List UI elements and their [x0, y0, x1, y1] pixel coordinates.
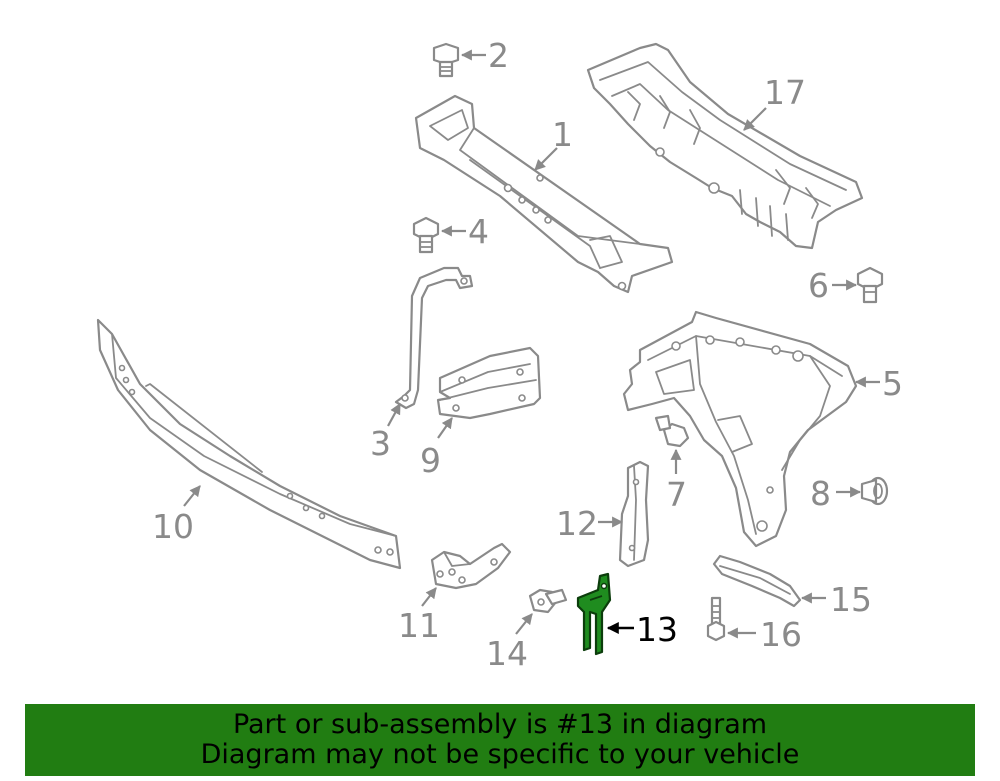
callout-4: 4: [468, 212, 489, 251]
leader-11: [421, 587, 437, 607]
part-5-side-member: [622, 310, 858, 548]
part-7-clip: [654, 414, 690, 448]
callout-17: 17: [764, 73, 806, 112]
part-13-highlighted-bracket: [576, 572, 612, 656]
callout-1: 1: [552, 115, 573, 154]
leader-3: [387, 403, 401, 427]
part-15-strip-bracket: [712, 554, 802, 608]
part-4-bolt: [412, 216, 440, 254]
callout-3: 3: [370, 424, 391, 463]
callout-5: 5: [882, 364, 903, 403]
callout-8: 8: [810, 474, 831, 513]
callout-11: 11: [398, 606, 440, 645]
info-banner: Part or sub-assembly is #13 in diagram D…: [25, 704, 975, 776]
leader-14: [515, 613, 533, 635]
callout-14: 14: [486, 634, 528, 673]
leader-1: [534, 147, 558, 171]
part-1-crossmember: [414, 94, 674, 294]
callout-16: 16: [760, 615, 802, 654]
part-14-bolt: [528, 588, 568, 614]
callout-labels: 2 1 17 4 6 5 3 9 7 8 10 12 11 14 13 15 1…: [152, 36, 903, 673]
callout-12: 12: [556, 504, 598, 543]
callout-13: 13: [636, 610, 678, 649]
part-9-mount-bracket: [436, 346, 542, 420]
callout-10: 10: [152, 507, 194, 546]
leader-lines: [183, 49, 880, 639]
banner-line-2: Diagram may not be specific to your vehi…: [200, 739, 800, 770]
part-16-long-bolt: [706, 596, 726, 642]
part-6-bolt: [856, 266, 884, 304]
leader-10: [183, 485, 201, 507]
part-12-bracket: [618, 460, 650, 568]
callout-6: 6: [808, 266, 829, 305]
parts-diagram: 2 1 17 4 6 5 3 9 7 8 10 12 11 14 13 15 1…: [96, 36, 903, 673]
part-2-bolt: [432, 42, 460, 78]
banner-line-1: Part or sub-assembly is #13 in diagram: [232, 709, 768, 740]
callout-15: 15: [830, 580, 872, 619]
leader-17: [743, 107, 767, 131]
part-17-cowl-panel: [586, 42, 864, 250]
part-8-plug: [860, 476, 889, 506]
callout-2: 2: [488, 36, 509, 75]
part-3-bracket-rod: [394, 266, 474, 410]
leader-9: [437, 417, 453, 439]
part-11-bracket: [430, 542, 512, 590]
part-10-bumper-reinforcement: [96, 318, 402, 570]
callout-9: 9: [420, 441, 441, 480]
callout-7: 7: [666, 475, 687, 514]
